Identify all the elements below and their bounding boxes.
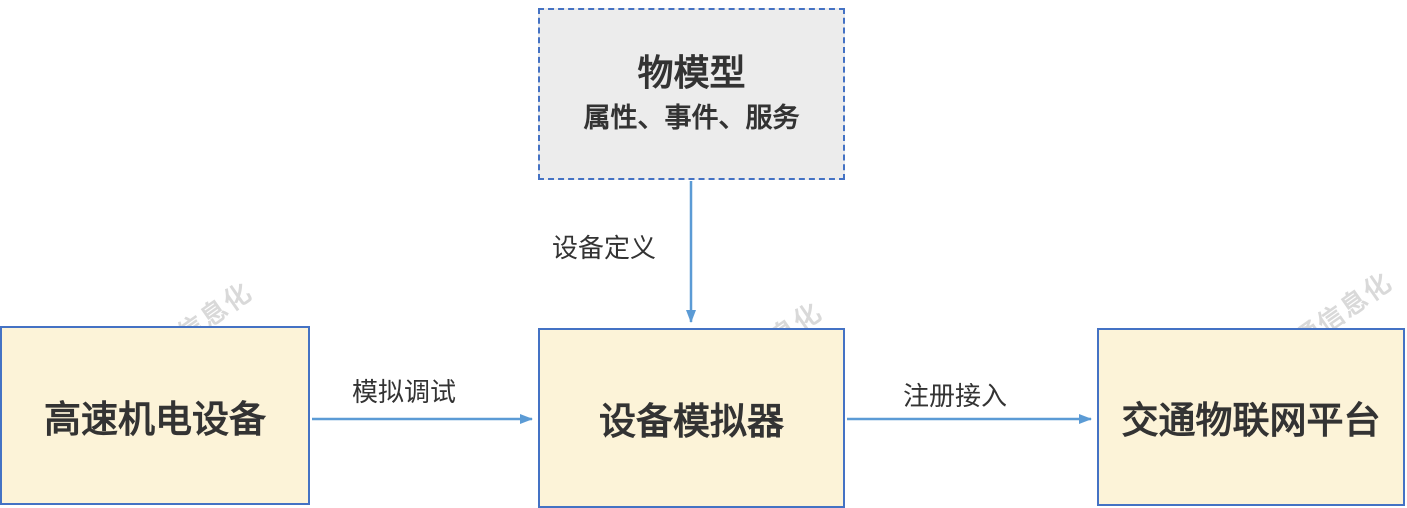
node-transport-iot-platform-label: 交通物联网平台 [1121, 399, 1381, 442]
edge-label-device-definition: 设备定义 [552, 234, 657, 264]
thing-model-title: 物模型 [637, 53, 746, 95]
edge-label-register-access: 注册接入 [903, 382, 1008, 412]
edge-label-simulate-debug: 模拟调试 [352, 378, 457, 408]
node-transport-iot-platform: 交通物联网平台 [1097, 328, 1405, 506]
node-device-simulator: 设备模拟器 [538, 328, 845, 508]
thing-model-subtitle: 属性、事件、服务 [583, 102, 800, 134]
node-highway-equipment: 高速机电设备 [0, 326, 310, 505]
node-thing-model: 物模型 属性、事件、服务 [538, 8, 845, 180]
node-highway-equipment-label: 高速机电设备 [44, 397, 266, 441]
node-device-simulator-label: 设备模拟器 [599, 400, 784, 443]
